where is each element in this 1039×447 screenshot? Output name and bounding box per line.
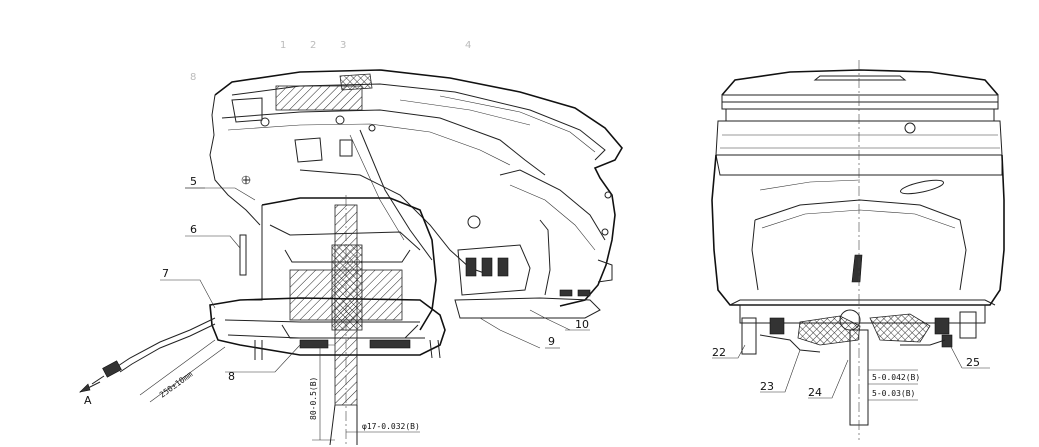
front-view [711,60,1005,440]
faint-labels: 1 2 3 4 8 [190,40,471,83]
callout-10: 10 [575,318,589,331]
front-top-cover [721,69,999,96]
front-inner-bowl [754,199,967,291]
callout-5: 5 [190,175,197,188]
cable-plug [102,360,122,378]
callout-24: 24 [808,386,822,399]
front-logo-oval [899,179,945,195]
side-section-view [91,69,623,446]
right-leaders [712,344,990,401]
power-cable [117,317,216,367]
left-callouts: 5 6 7 8 9 10 A [84,175,589,407]
faint-label-2: 2 [310,40,316,51]
dim-shaft-length: 80-0.5(B) [309,377,318,420]
callout-22: 22 [712,346,726,359]
callout-25: 25 [966,356,980,369]
view-arrow-label: A [84,394,92,407]
faint-label-1: 1 [280,40,286,51]
dim-key-width-top: 5-0.042(B) [872,373,920,382]
dimension-lines [79,339,420,441]
dim-cable-length: 250±10mm [158,370,195,400]
dimension-texts: 250±10mm 80-0.5(B) φ17-0.032(B) [158,370,420,431]
housing-front-face [209,94,261,226]
base-plate [209,297,446,356]
callout-6: 6 [190,223,197,236]
front-main-body [711,154,1005,306]
callout-7: 7 [162,267,169,280]
faint-label-8: 8 [190,72,196,83]
dim-key-width-bottom: 5-0.03(B) [872,389,915,398]
dim-shaft-diameter: φ17-0.032(B) [362,422,420,431]
motor-housing [261,197,437,331]
right-dimension-texts: 5-0.042(B) 5-0.03(B) [872,373,920,398]
right-callouts: 22 23 24 25 [712,346,980,399]
callout-9: 9 [548,335,555,348]
left-leaders [160,187,590,373]
callout-8: 8 [228,370,235,383]
faint-label-3: 3 [340,40,346,51]
callout-23: 23 [760,380,774,393]
faint-label-4: 4 [465,40,471,51]
housing-top-shell [214,69,623,307]
